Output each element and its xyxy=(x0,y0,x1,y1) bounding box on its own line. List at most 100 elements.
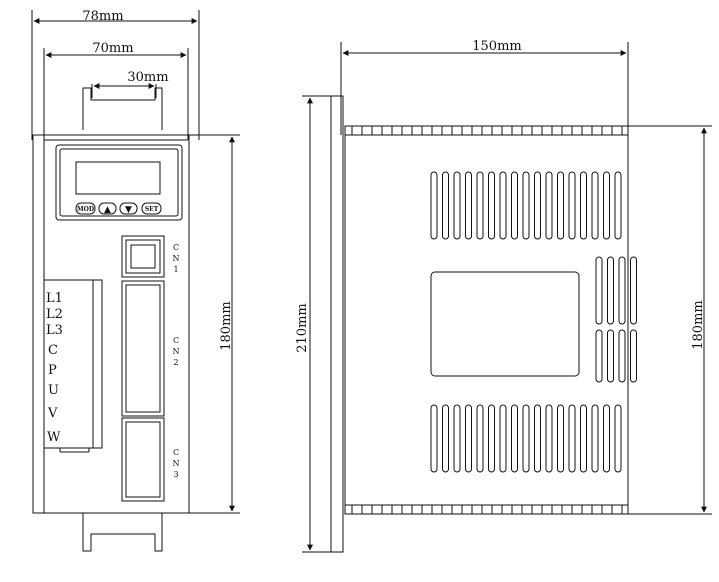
mounting-flange xyxy=(330,95,344,553)
vent-slot xyxy=(630,329,637,383)
vent-slot xyxy=(488,404,495,473)
vent-slot xyxy=(580,171,587,240)
vent-slot xyxy=(603,171,610,240)
vent-slot xyxy=(595,256,603,325)
terminal-labels: L1 L2 L3 C P U V W xyxy=(46,291,63,445)
dimension-front-height: 180mm xyxy=(189,134,240,514)
dimension-side-body-height: 180mm xyxy=(628,125,712,515)
dimension-overall-width: 78mm xyxy=(31,9,200,140)
dimension-label-bracket-width: 30mm xyxy=(127,70,168,85)
vent-slot xyxy=(534,404,541,473)
vent-slot xyxy=(614,404,622,473)
vent-slot xyxy=(442,171,449,240)
down-button[interactable]: ▼ xyxy=(119,202,138,215)
vent-slot xyxy=(430,404,438,473)
led-display-window xyxy=(75,161,161,195)
cn2-label-2: 2 xyxy=(173,358,178,367)
terminal-label-u: U xyxy=(48,383,59,398)
terminal-label-l2: L2 xyxy=(46,307,63,322)
vent-slot xyxy=(442,404,449,473)
top-edge-ribs xyxy=(351,126,623,135)
side-view: 150mm 210mm xyxy=(295,39,712,553)
dimension-inner-width: 70mm xyxy=(43,41,189,140)
cn2-label-n: N xyxy=(173,347,180,356)
vent-slot xyxy=(630,256,637,325)
up-button[interactable]: ▲ xyxy=(98,202,117,215)
terminal-label-l3: L3 xyxy=(46,323,63,338)
bottom-mounting-bracket xyxy=(82,513,163,552)
control-panel xyxy=(55,144,183,221)
vent-slot xyxy=(476,404,484,473)
vent-slot xyxy=(511,171,518,240)
top-mounting-bracket: 30mm xyxy=(82,70,169,130)
front-view: 78mm 70mm 30mm xyxy=(31,9,240,552)
vent-slot xyxy=(499,404,507,473)
dimension-label-side-body-height: 180mm xyxy=(691,300,706,349)
vent-slot xyxy=(607,256,614,325)
vent-slot xyxy=(430,171,438,240)
vent-bottom-group xyxy=(430,404,622,473)
vent-slot xyxy=(607,329,614,383)
vent-slot xyxy=(453,404,461,473)
vent-slot xyxy=(488,171,495,240)
vent-slot xyxy=(618,256,626,325)
vent-slot xyxy=(534,171,541,240)
vent-slot xyxy=(614,171,622,240)
vent-top-group xyxy=(430,171,622,240)
cn1-label-n: N xyxy=(173,254,180,263)
terminal-label-l1: L1 xyxy=(46,291,63,306)
dimension-side-depth: 150mm xyxy=(340,39,629,135)
vent-slot xyxy=(545,404,553,473)
vent-slot xyxy=(465,404,472,473)
side-body xyxy=(344,125,629,515)
vent-slot xyxy=(499,171,507,240)
cn3-label-n: N xyxy=(173,459,180,468)
drive-body xyxy=(32,134,190,514)
set-button-label: SET xyxy=(145,206,159,213)
dimension-side-flange-height: 210mm xyxy=(295,95,331,553)
cn3-label-3: 3 xyxy=(173,470,178,479)
up-button-label: ▲ xyxy=(104,205,111,215)
vent-slot xyxy=(557,171,564,240)
vent-slot xyxy=(557,404,564,473)
cn2-label-c: C xyxy=(173,336,179,345)
cn3-label-c: C xyxy=(173,448,179,457)
vent-slot xyxy=(511,404,518,473)
terminal-label-p: P xyxy=(48,363,57,378)
vent-slot xyxy=(453,171,461,240)
dimension-label-overall-width: 78mm xyxy=(82,9,123,24)
vent-slot xyxy=(465,171,472,240)
vent-slot xyxy=(591,404,599,473)
connector-cn3: C N 3 xyxy=(121,417,180,502)
terminal-label-v: V xyxy=(47,406,58,421)
vent-slot xyxy=(603,404,610,473)
vent-slot xyxy=(618,329,626,383)
nameplate-window xyxy=(430,271,580,377)
mode-button[interactable]: MOD xyxy=(75,202,96,215)
cn1-label-1: 1 xyxy=(173,265,178,274)
dimension-label-front-height: 180mm xyxy=(219,301,234,350)
vent-right-upper-group xyxy=(595,256,637,325)
panel-buttons: MOD ▲ ▼ SET xyxy=(75,202,162,215)
down-button-label: ▼ xyxy=(125,205,132,215)
vent-right-lower-group xyxy=(595,329,637,383)
vent-slot xyxy=(595,329,603,383)
vent-slot xyxy=(568,171,576,240)
vent-slot xyxy=(568,404,576,473)
vent-slot xyxy=(580,404,587,473)
bottom-edge-ribs xyxy=(351,505,623,514)
power-terminal-block xyxy=(43,279,103,453)
dimension-label-inner-width: 70mm xyxy=(92,41,133,56)
vent-slot xyxy=(476,171,484,240)
terminal-label-w: W xyxy=(47,430,61,445)
set-button[interactable]: SET xyxy=(141,202,162,215)
vent-slot xyxy=(522,171,530,240)
connector-cn1: C N 1 xyxy=(121,235,180,278)
cn1-label-c: C xyxy=(173,243,179,252)
terminal-label-c: C xyxy=(48,343,58,358)
vent-slot xyxy=(522,404,530,473)
vent-slot xyxy=(545,171,553,240)
vent-slot xyxy=(591,171,599,240)
connector-cn2: C N 2 xyxy=(121,280,180,417)
